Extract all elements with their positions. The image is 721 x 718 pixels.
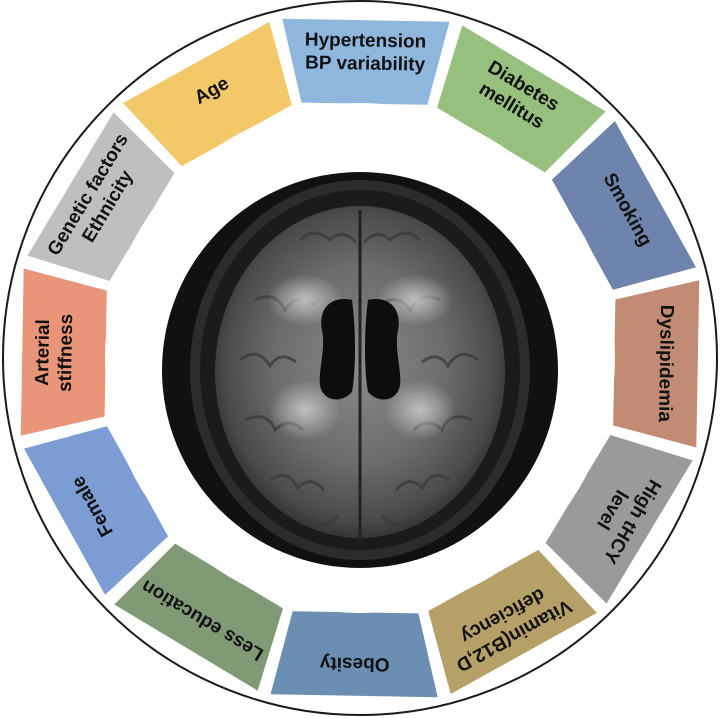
segment-0	[282, 18, 450, 105]
segment-label-0: HypertensionBP variability	[304, 29, 426, 75]
segment-label-9: Arterialstiffness	[32, 313, 77, 392]
segment-6	[270, 611, 438, 698]
segment-7	[114, 543, 283, 691]
segment-label-line: Arterial	[32, 319, 54, 386]
segment-label-line: Obesity	[319, 652, 389, 674]
segment-10	[27, 112, 175, 281]
segment-label-line: Hypertension	[305, 29, 427, 52]
segment-5	[428, 549, 597, 694]
segment-1	[437, 25, 606, 173]
segment-8	[24, 426, 169, 595]
brain-mri-image	[162, 172, 558, 568]
segment-label-6: Obesity	[319, 652, 389, 674]
segment-label-line: BP variability	[305, 52, 426, 75]
segment-11	[123, 22, 292, 167]
segment-label-3: Dyslipidemia	[654, 305, 677, 423]
segment-9	[20, 268, 107, 436]
segment-4	[545, 435, 693, 604]
segment-label-line: stiffness	[55, 314, 77, 392]
segment-3	[613, 280, 700, 448]
segment-2	[551, 121, 696, 290]
segment-label-line: Dyslipidemia	[654, 305, 677, 423]
